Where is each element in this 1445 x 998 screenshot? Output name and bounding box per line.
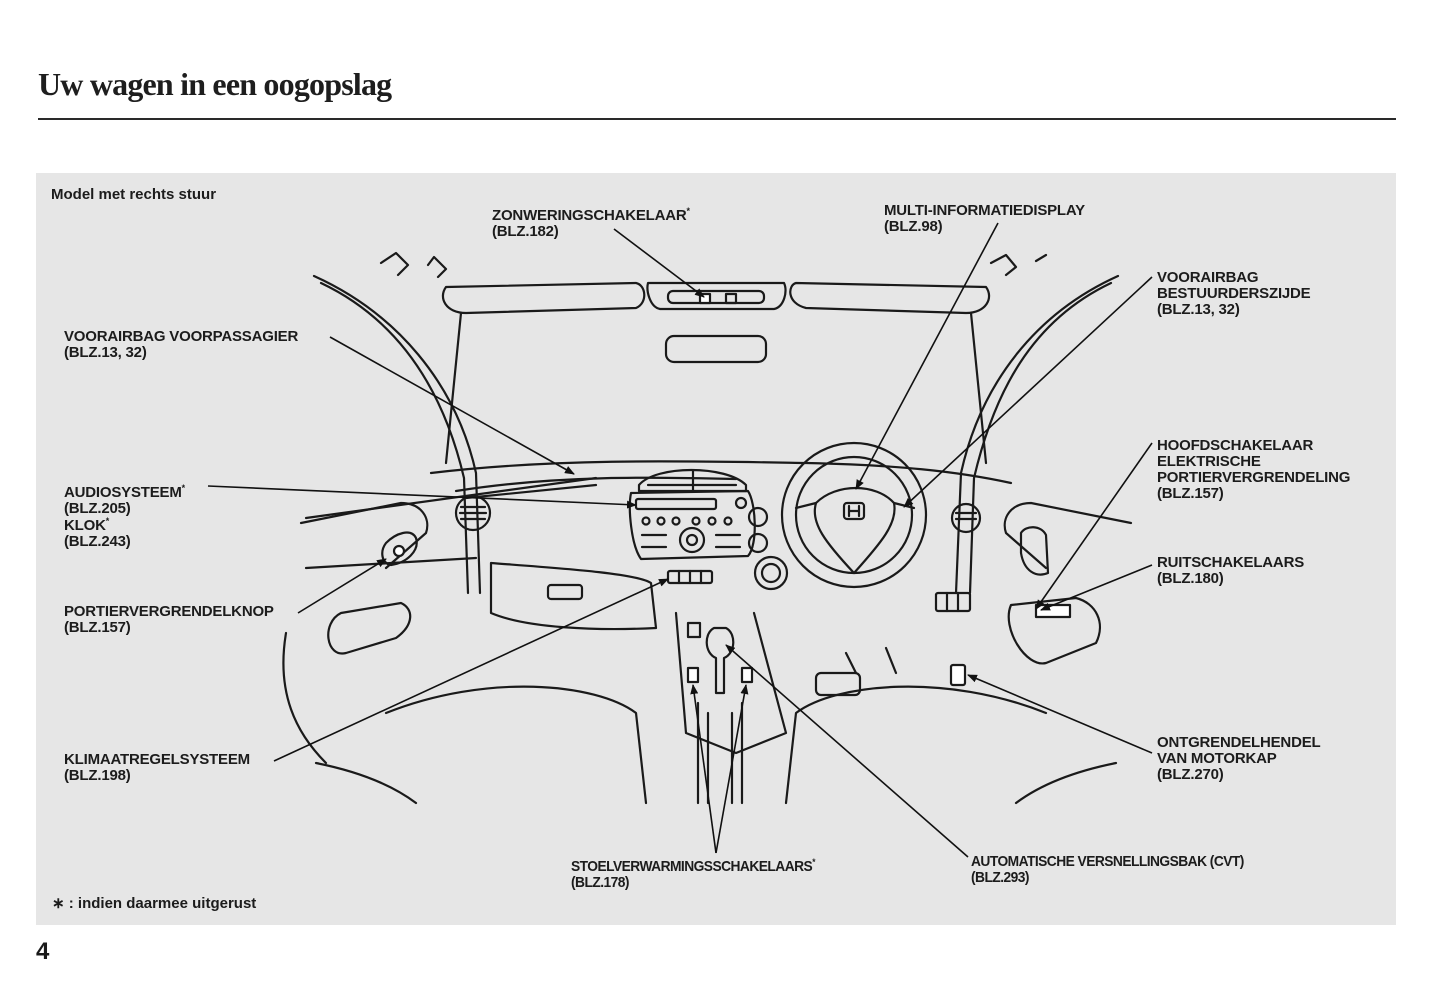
leader-master-lock — [1035, 442, 1153, 610]
callout-line: BESTUURDERSZIJDE — [1157, 285, 1311, 302]
callout-door-lock-knob: PORTIERVERGRENDELKNOP (BLZ.157) — [64, 604, 274, 636]
callout-name: AUDIOSYSTEEM — [64, 484, 182, 501]
leader-seat-heater-left — [690, 684, 717, 854]
leader-audio — [207, 485, 637, 509]
callout-driver-airbag: VOORAIRBAG BESTUURDERSZIJDE (BLZ.13, 32) — [1157, 270, 1311, 318]
left-seat — [384, 685, 648, 805]
callout-name: ZONWERINGSCHAKELAAR — [492, 207, 687, 224]
leader-seat-heater-right — [715, 684, 749, 854]
callout-master-door-lock: HOOFDSCHAKELAAR ELEKTRISCHE PORTIERVERGR… — [1157, 438, 1350, 502]
leader-multi-info — [855, 222, 999, 490]
callout-page: (BLZ.157) — [64, 619, 131, 636]
leader-door-lock-knob — [297, 558, 387, 614]
callout-page: (BLZ.178) — [571, 874, 629, 891]
gear-shift — [705, 626, 735, 695]
leader-cvt — [725, 644, 969, 858]
right-door-panel — [1003, 501, 1133, 570]
diagram-panel — [36, 173, 1396, 925]
right-a-pillar — [954, 274, 1120, 595]
center-console — [674, 611, 788, 755]
callout-sunshade-switch: ZONWERINGSCHAKELAAR* (BLZ.182) — [492, 203, 690, 240]
callout-line: VAN MOTORKAP — [1157, 750, 1277, 767]
callout-hood-release: ONTGRENDELHENDEL VAN MOTORKAP (BLZ.270) — [1157, 734, 1321, 783]
title-rule — [38, 118, 1396, 120]
steering-wheel — [780, 441, 928, 589]
leader-window-switches — [1040, 564, 1153, 611]
callout-name: VOORAIRBAG VOORPASSAGIER — [64, 328, 299, 345]
callout-clock: KLOK* (BLZ.243) — [64, 513, 131, 550]
footnote-text: indien daarmee uitgerust — [77, 895, 257, 912]
asterisk: * — [812, 857, 815, 867]
leader-driver-airbag — [903, 276, 1153, 508]
callout-page: (BLZ.13, 32) — [1157, 301, 1240, 318]
seat-heater-switch-left — [686, 666, 700, 684]
leader-sunshade — [613, 228, 705, 298]
callout-page: (BLZ.243) — [64, 533, 131, 550]
audio-unit — [628, 489, 756, 561]
callout-name: AUTOMATISCHE VERSNELLINGSBAK (CVT) — [971, 853, 1244, 870]
footnote: ∗ : indien daarmee uitgerust — [52, 894, 256, 912]
center-air-vent — [637, 468, 748, 493]
leader-climate — [273, 578, 669, 762]
callout-line: HOOFDSCHAKELAAR — [1157, 437, 1314, 454]
model-note: Model met rechts stuur — [51, 186, 217, 203]
left-a-pillar — [312, 274, 482, 595]
left-door-handle — [381, 531, 418, 567]
leader-hood-release — [967, 674, 1153, 754]
callout-page: (BLZ.182) — [492, 223, 559, 240]
callout-page: (BLZ.270) — [1157, 766, 1224, 783]
callout-passenger-airbag: VOORAIRBAG VOORPASSAGIER (BLZ.13, 32) — [64, 329, 298, 361]
left-door-armrest — [327, 601, 412, 655]
dashboard-top — [429, 460, 1013, 485]
callout-line: PORTIERVERGRENDELING — [1157, 469, 1351, 486]
asterisk: * — [181, 483, 186, 493]
callout-audio-system: AUDIOSYSTEEM* (BLZ.205) — [64, 480, 185, 517]
callout-climate-control: KLIMAATREGELSYSTEEM (BLZ.198) — [64, 752, 250, 784]
callout-name: KLOK — [64, 517, 106, 534]
left-door-panel — [299, 501, 429, 570]
left-sun-visor — [441, 281, 646, 315]
callout-page: (BLZ.98) — [884, 218, 943, 235]
callout-name: PORTIERVERGRENDELKNOP — [64, 603, 274, 620]
callout-name: MULTI-INFORMATIEDISPLAY — [884, 202, 1085, 219]
callout-page: (BLZ.13, 32) — [64, 344, 147, 361]
callout-multi-info-display: MULTI-INFORMATIEDISPLAY (BLZ.98) — [884, 203, 1085, 235]
asterisk: * — [105, 516, 110, 526]
seat-heater-switch-right — [740, 666, 754, 684]
overhead-console — [646, 281, 787, 311]
callout-page: (BLZ.180) — [1157, 570, 1224, 587]
callout-page: (BLZ.205) — [64, 500, 131, 517]
callout-line: ONTGRENDELHENDEL — [1157, 734, 1321, 751]
leader-passenger-airbag — [329, 336, 575, 475]
right-door-armrest — [1007, 596, 1101, 665]
callout-line: VOORAIRBAG — [1157, 269, 1259, 286]
rear-view-mirror — [664, 334, 768, 364]
right-seat — [784, 685, 1048, 805]
steering-hub-airbag — [813, 486, 896, 575]
footnote-symbol: ∗ : — [52, 895, 74, 912]
right-sun-visor — [789, 281, 991, 315]
asterisk: * — [686, 206, 691, 216]
callout-page: (BLZ.157) — [1157, 485, 1224, 502]
callout-name: STOELVERWARMINGSSCHAKELAARS — [571, 858, 813, 875]
hood-release-lever — [949, 663, 967, 687]
callout-line: ELEKTRISCHE — [1157, 453, 1261, 470]
page-number: 4 — [36, 938, 50, 965]
callout-page: (BLZ.293) — [971, 869, 1029, 886]
glovebox — [489, 561, 658, 631]
callout-name: RUITSCHAKELAARS — [1157, 554, 1305, 571]
callout-seat-heater-switches: STOELVERWARMINGSSCHAKELAARS* (BLZ.178) — [571, 854, 815, 891]
page-title: Uw wagen in een oogopslag — [38, 66, 392, 102]
car-interior-illustration — [207, 222, 1153, 858]
callout-cvt: AUTOMATISCHE VERSNELLINGSBAK (CVT) (BLZ.… — [971, 854, 1244, 886]
callout-window-switches: RUITSCHAKELAARS (BLZ.180) — [1157, 555, 1304, 587]
callout-name: KLIMAATREGELSYSTEEM — [64, 751, 250, 768]
callout-page: (BLZ.198) — [64, 767, 131, 784]
